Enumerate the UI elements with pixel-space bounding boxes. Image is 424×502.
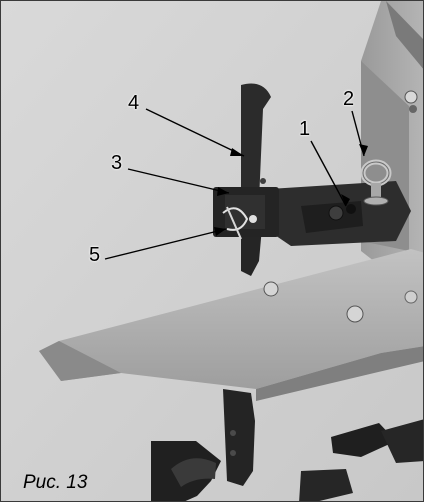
arrowhead-5	[214, 227, 226, 236]
callout-4: 4	[128, 92, 140, 114]
callout-5: 5	[89, 244, 101, 266]
arrowhead-4	[230, 148, 244, 156]
coulter-blade	[213, 83, 279, 276]
arrowhead-3	[217, 187, 229, 196]
callout-2: 2	[343, 88, 355, 110]
tiller-tines	[151, 419, 423, 501]
callout-1: 1	[299, 118, 311, 140]
callout-3: 3	[111, 152, 123, 174]
arrowhead-2	[359, 144, 368, 156]
leader-line-4	[145, 108, 245, 157]
leader-arrowheads	[214, 144, 368, 236]
arrowhead-1	[341, 194, 350, 206]
eye-bolt	[360, 159, 392, 206]
mounting-bracket	[269, 181, 411, 246]
leader-line-3	[127, 168, 230, 194]
coulter-stem	[223, 389, 255, 486]
figure-caption: Рис. 13	[23, 472, 88, 493]
shield-plate	[39, 249, 423, 401]
locking-pin	[222, 206, 249, 240]
leader-line-5	[104, 228, 227, 260]
leader-line-1	[310, 140, 347, 207]
